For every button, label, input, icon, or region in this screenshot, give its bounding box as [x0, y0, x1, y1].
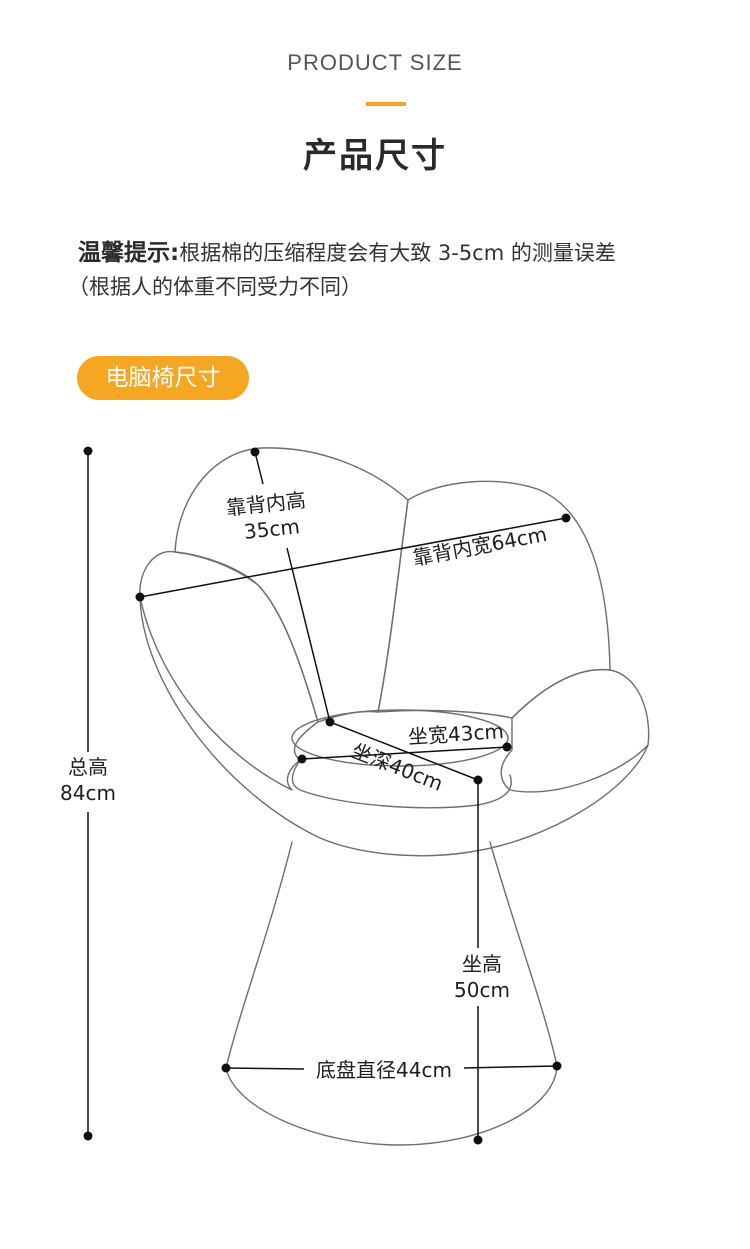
base-diameter-line-right	[463, 1065, 558, 1069]
base-diameter-line-left	[225, 1067, 305, 1070]
notice-label: 温馨提示:	[78, 240, 180, 266]
base-diameter-label: 底盘直径44cm	[316, 1058, 452, 1082]
dot-back-width-left	[135, 592, 145, 602]
section-title-cn: 产品尺寸	[303, 136, 447, 176]
seat-cushion-front	[291, 759, 512, 809]
chair-outline	[139, 447, 650, 1146]
dot-seat-width-right	[502, 742, 512, 752]
seat-height-label: 坐高	[462, 952, 502, 976]
back-height-line-top	[254, 451, 264, 485]
notice-text: 根据棉的压缩程度会有大致 3-5cm 的测量误差	[179, 241, 616, 265]
seat-width-label: 坐宽43cm	[407, 719, 504, 749]
dot-seat-height-bottom	[473, 1135, 483, 1145]
total-height-label: 总高	[68, 755, 108, 779]
section-title-en: PRODUCT SIZE	[287, 50, 463, 75]
dot-back-width-right	[561, 513, 571, 523]
seat-width-line	[301, 746, 508, 760]
pedestal-right	[489, 841, 558, 1067]
back-height-line-bottom	[286, 547, 331, 723]
seat-height-value: 50cm	[454, 978, 510, 1002]
dot-base-right	[552, 1061, 562, 1071]
dot-seat-depth-front	[473, 775, 483, 785]
dot-total-height-top	[83, 446, 93, 456]
chair-size-badge: 电脑椅尺寸	[77, 356, 249, 400]
seat-depth-line	[329, 721, 479, 781]
back-height-value: 35cm	[243, 514, 301, 544]
pedestal-bottom	[225, 1065, 558, 1146]
dimension-endpoints	[83, 446, 571, 1145]
total-height-value: 84cm	[60, 781, 116, 805]
dot-seat-width-left	[297, 754, 307, 764]
title-accent-bar	[366, 102, 406, 106]
dimension-lines	[87, 451, 567, 1140]
back-petal-right	[377, 480, 611, 719]
seat-cushion-top	[291, 709, 509, 767]
pedestal-left	[225, 841, 293, 1069]
dot-total-height-bottom	[83, 1131, 93, 1141]
seat-shell	[139, 596, 649, 857]
dot-base-left	[221, 1063, 231, 1073]
back-width-label: 靠背内宽64cm	[411, 522, 549, 570]
measurement-notice: 温馨提示:根据棉的压缩程度会有大致 3-5cm 的测量误差 （根据人的体重不同受…	[68, 236, 718, 304]
arm-petal-left	[139, 550, 319, 791]
notice-text-2: （根据人的体重不同受力不同）	[68, 275, 362, 299]
dot-back-height-top	[250, 447, 260, 457]
dot-back-height-bottom	[325, 717, 335, 727]
back-width-line	[139, 517, 567, 598]
arm-petal-right	[500, 668, 650, 793]
